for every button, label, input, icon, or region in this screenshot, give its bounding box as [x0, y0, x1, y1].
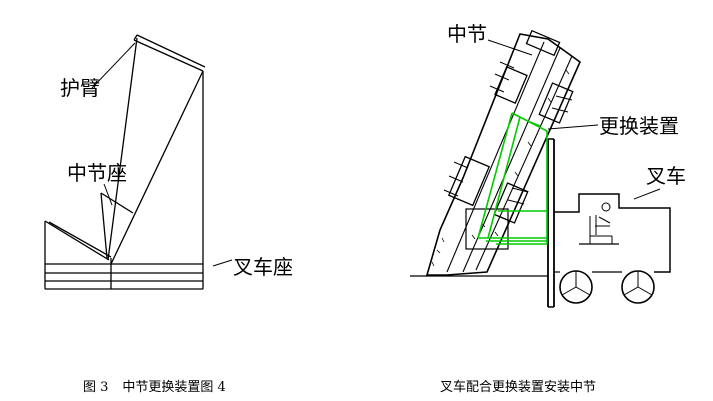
caption-right-text: 叉车配合更换装置安装中节 — [440, 380, 597, 395]
caption-left: 图 3 中节更换装置图 4 — [83, 376, 226, 395]
caption-right: 叉车配合更换装置安装中节 — [440, 376, 596, 395]
label-forklift: 叉车 — [646, 164, 686, 188]
caption-left-number: 图 3 — [83, 380, 109, 395]
replacement-device-drawing — [44, 34, 206, 290]
label-middle-seat: 中节座 — [67, 161, 127, 185]
label-replacement-device: 更换装置 — [599, 114, 679, 138]
forklift-assembly-drawing — [410, 29, 671, 308]
replacement-device-green — [477, 112, 548, 245]
label-middle-section: 中节 — [447, 22, 487, 46]
label-arm: 护臂 — [60, 76, 100, 100]
caption-left-text: 中节更换装置图 4 — [122, 380, 226, 395]
right-leader-lines — [487, 39, 661, 200]
label-fork-seat: 叉车座 — [233, 255, 293, 279]
left-leader-lines — [91, 42, 233, 267]
